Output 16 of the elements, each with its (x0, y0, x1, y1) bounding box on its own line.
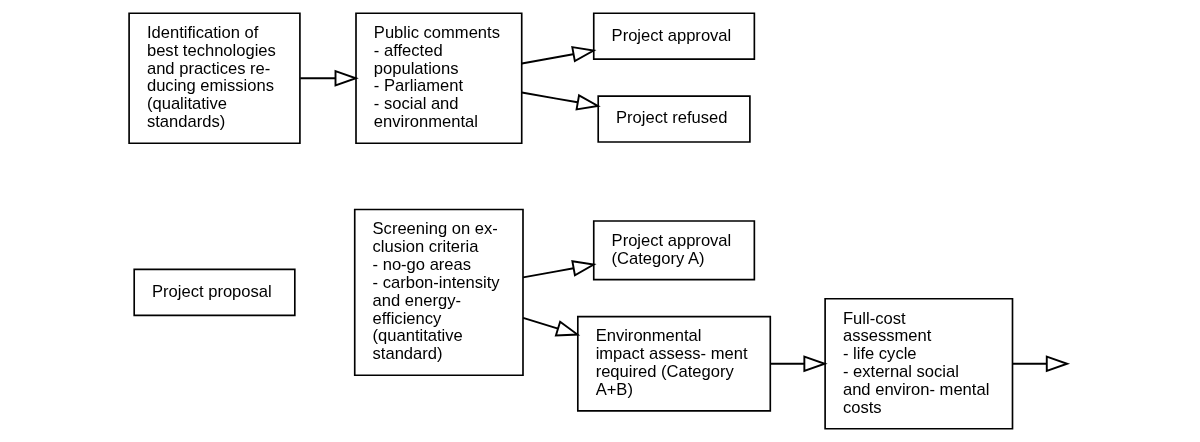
node-box: Identification of best technologies and practices re- ducing emissions (qualitative standards) (127, 12, 301, 145)
arrow (1011, 355, 1070, 373)
node-box: Public comments - affected populations - Parliament - social and environmental (354, 12, 523, 145)
node-box: Screening on ex- clusion criteria - no-go areas - carbon-intensity and energy- efficiency (quantitative standard) (353, 208, 524, 377)
node-box: Project approval (592, 12, 755, 60)
node-box: Project approval (Category A) (592, 220, 755, 281)
arrow (768, 355, 828, 373)
node-box: Full-cost assessment - life cycle - external social and environ- mental costs (823, 297, 1013, 430)
arrow (520, 45, 596, 65)
node-box: Project refused (596, 95, 751, 143)
node-box: Project proposal (132, 268, 296, 317)
arrow (520, 91, 601, 111)
arrow (298, 69, 359, 87)
node-box: Environmental impact assess- ment required (Category A+B) (576, 315, 771, 412)
arrow (521, 316, 580, 337)
arrow (521, 260, 597, 279)
